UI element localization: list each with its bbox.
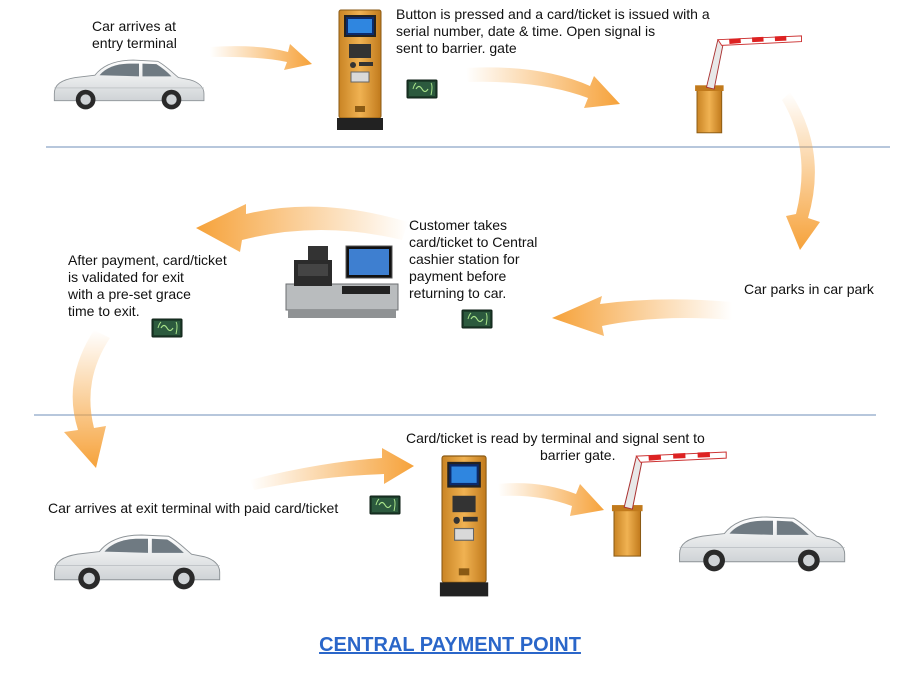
step-cashier-label: Customer takes card/ticket to Central ca…: [409, 217, 538, 301]
step-read-label-line1: Card/ticket is read by terminal and sign…: [406, 430, 705, 446]
step-read-label-line2: barrier gate.: [540, 447, 616, 463]
exit-terminal-icon: [438, 454, 490, 598]
flow-arrow-cashier-to-validate: [196, 204, 408, 252]
step-validate-label: After payment, card/ticket is validated …: [68, 252, 227, 319]
car-icon: [54, 534, 221, 590]
car-icon: [679, 516, 846, 572]
barrier-gate-icon: [695, 36, 801, 133]
flow-arrow-terminal-to-exit-gate: [498, 483, 604, 516]
rfid-card-icon: [406, 79, 438, 99]
flow-arrow-terminal-to-gate: [466, 67, 620, 108]
rfid-card-icon: [151, 318, 183, 338]
step-issue-label: Button is pressed and a card/ticket is i…: [396, 6, 710, 56]
rfid-card-icon: [461, 309, 493, 329]
entry-terminal-icon: [336, 9, 384, 131]
car-icon: [53, 59, 205, 110]
step-exit-arrive-label: Car arrives at exit terminal with paid c…: [48, 500, 339, 516]
flow-arrow-park-to-cashier: [552, 296, 732, 336]
flow-arrow-entry-to-terminal: [210, 44, 312, 70]
flow-arrow-exit-to-terminal: [250, 448, 414, 490]
cashier-station-icon: [285, 245, 399, 318]
step-entry-label: Car arrives at entry terminal: [92, 18, 177, 51]
page-title: CENTRAL PAYMENT POINT: [319, 634, 581, 656]
flow-arrow-gate-to-park: [782, 92, 820, 250]
flow-arrow-validate-to-exit: [64, 330, 110, 468]
step-park-label: Car parks in car park: [744, 281, 874, 297]
rfid-card-icon: [369, 495, 401, 515]
